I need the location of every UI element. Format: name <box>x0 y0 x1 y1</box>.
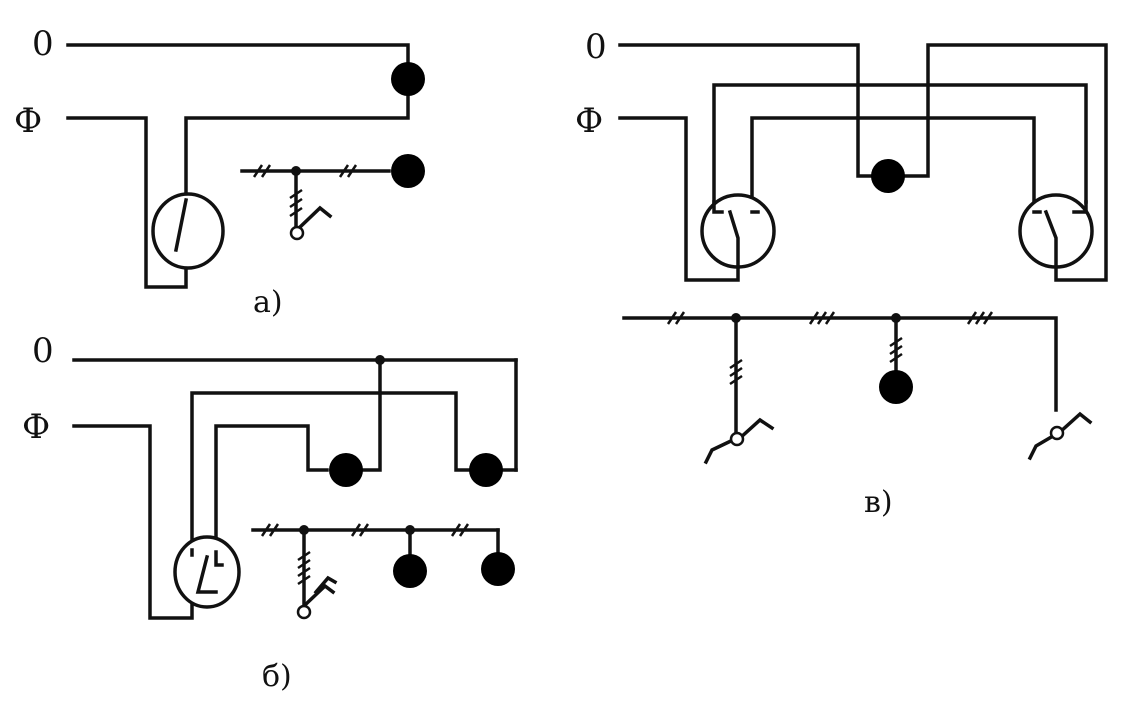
lamp-icon <box>391 154 425 188</box>
single-line-diagram-a <box>240 154 425 241</box>
caption-b: б) <box>262 659 292 694</box>
single-line-switch-icon <box>296 205 333 231</box>
caption-v: в) <box>864 485 893 520</box>
single-line-switch-icon <box>303 583 336 607</box>
neutral-wire-a <box>66 43 410 64</box>
switch-icon <box>151 192 225 270</box>
traveler-outer-v <box>712 83 1088 204</box>
lamp-icon <box>393 554 427 588</box>
phase-wire-a <box>66 116 188 289</box>
lamp-icon <box>879 370 913 404</box>
lamp-icon <box>391 62 425 96</box>
single-line-switch-icon <box>1027 433 1056 461</box>
single-line-diagram-v <box>622 311 1093 465</box>
diagram-a: 0 Ф а) <box>14 24 425 320</box>
caption-a: а) <box>253 285 283 320</box>
lamp-icon <box>469 453 503 487</box>
lamp-icon <box>481 552 515 586</box>
traveler-inner-v <box>750 116 1036 214</box>
lamp-icon <box>871 159 905 193</box>
phase-label-a: Ф <box>14 101 42 141</box>
switch-icon <box>700 193 776 269</box>
single-line-diagram-b <box>251 523 515 620</box>
neutral-label-b: 0 <box>32 331 54 371</box>
lamp2-feed-b <box>190 391 470 552</box>
lamp1-feed-b <box>214 424 329 554</box>
phase-wire-v <box>618 116 740 282</box>
lamp-icon <box>329 453 363 487</box>
lamp-return-wire-a <box>184 94 410 202</box>
phase-label-b: Ф <box>22 407 50 447</box>
lamp-feed-v <box>904 43 1108 282</box>
single-line-switch-icon <box>703 437 736 465</box>
phase-wire-b <box>72 424 194 620</box>
switch-icon <box>1018 193 1094 269</box>
switch-icon <box>173 535 241 609</box>
neutral-wire-v <box>618 43 872 178</box>
neutral-label-a: 0 <box>32 24 54 64</box>
neutral-label-v: 0 <box>585 27 607 67</box>
phase-label-v: Ф <box>575 101 603 141</box>
diagram-b: 0 Ф <box>22 331 518 694</box>
diagram-v: 0 Ф <box>575 27 1108 520</box>
